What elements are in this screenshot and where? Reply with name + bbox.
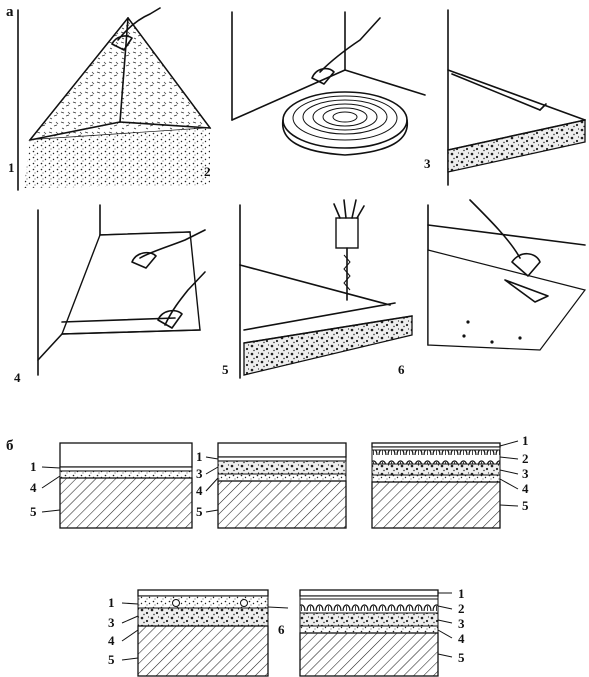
section-3-layer-4: 4 <box>522 481 529 496</box>
section-5-layer-1: 1 <box>458 586 465 601</box>
step-5-panel: 5 6 <box>222 199 413 379</box>
step-3-panel: 3 <box>424 9 586 186</box>
section-5-layer-4: 4 <box>458 631 465 646</box>
section-5-layer-5: 5 <box>458 650 465 665</box>
section-3-layer-2: 2 <box>522 451 529 466</box>
section-4-layer-5: 5 <box>108 652 115 667</box>
step-4-panel: 4 <box>14 204 206 385</box>
step-6-number: 6 <box>398 362 405 377</box>
step-5-number: 5 <box>222 362 229 377</box>
section-2-layer-5: 5 <box>196 504 203 519</box>
part-b-label: б <box>6 438 14 454</box>
step-2-panel <box>231 11 426 156</box>
cross-section-5: 1 2 3 4 5 <box>299 586 465 677</box>
section-3-layer-1: 1 <box>522 433 529 448</box>
section-5-layer-2: 2 <box>458 601 465 616</box>
section-3-layer-5: 5 <box>522 498 529 513</box>
section-1-layer-1: 1 <box>30 459 37 474</box>
part-a-label: а <box>6 4 14 20</box>
section-2-layer-1: 1 <box>196 449 203 464</box>
section-4-layer-4: 4 <box>108 633 115 648</box>
section-2-layer-3: 3 <box>196 466 203 481</box>
step-6-panel <box>427 199 587 351</box>
cross-section-1: 1 4 5 <box>30 442 193 529</box>
step-4-number: 4 <box>14 370 21 385</box>
section-1-layer-4: 4 <box>30 480 37 495</box>
cross-section-3: 1 2 3 4 5 <box>371 433 529 529</box>
section-5-layer-3: 3 <box>458 616 465 631</box>
section-4-label-6: 6 <box>278 622 285 637</box>
step-1-panel: 1 2 <box>8 7 212 191</box>
section-4-layer-1: 1 <box>108 595 115 610</box>
step-2-number: 2 <box>204 164 211 179</box>
section-1-layer-5: 5 <box>30 504 37 519</box>
cross-section-4: 1 3 4 5 6 <box>108 589 289 677</box>
section-2-layer-4: 4 <box>196 483 203 498</box>
section-4-layer-3: 3 <box>108 615 115 630</box>
step-3-number: 3 <box>424 156 431 171</box>
section-3-layer-3: 3 <box>522 466 529 481</box>
step-1-number: 1 <box>8 160 15 175</box>
cross-section-2: 1 3 4 5 <box>196 442 347 529</box>
